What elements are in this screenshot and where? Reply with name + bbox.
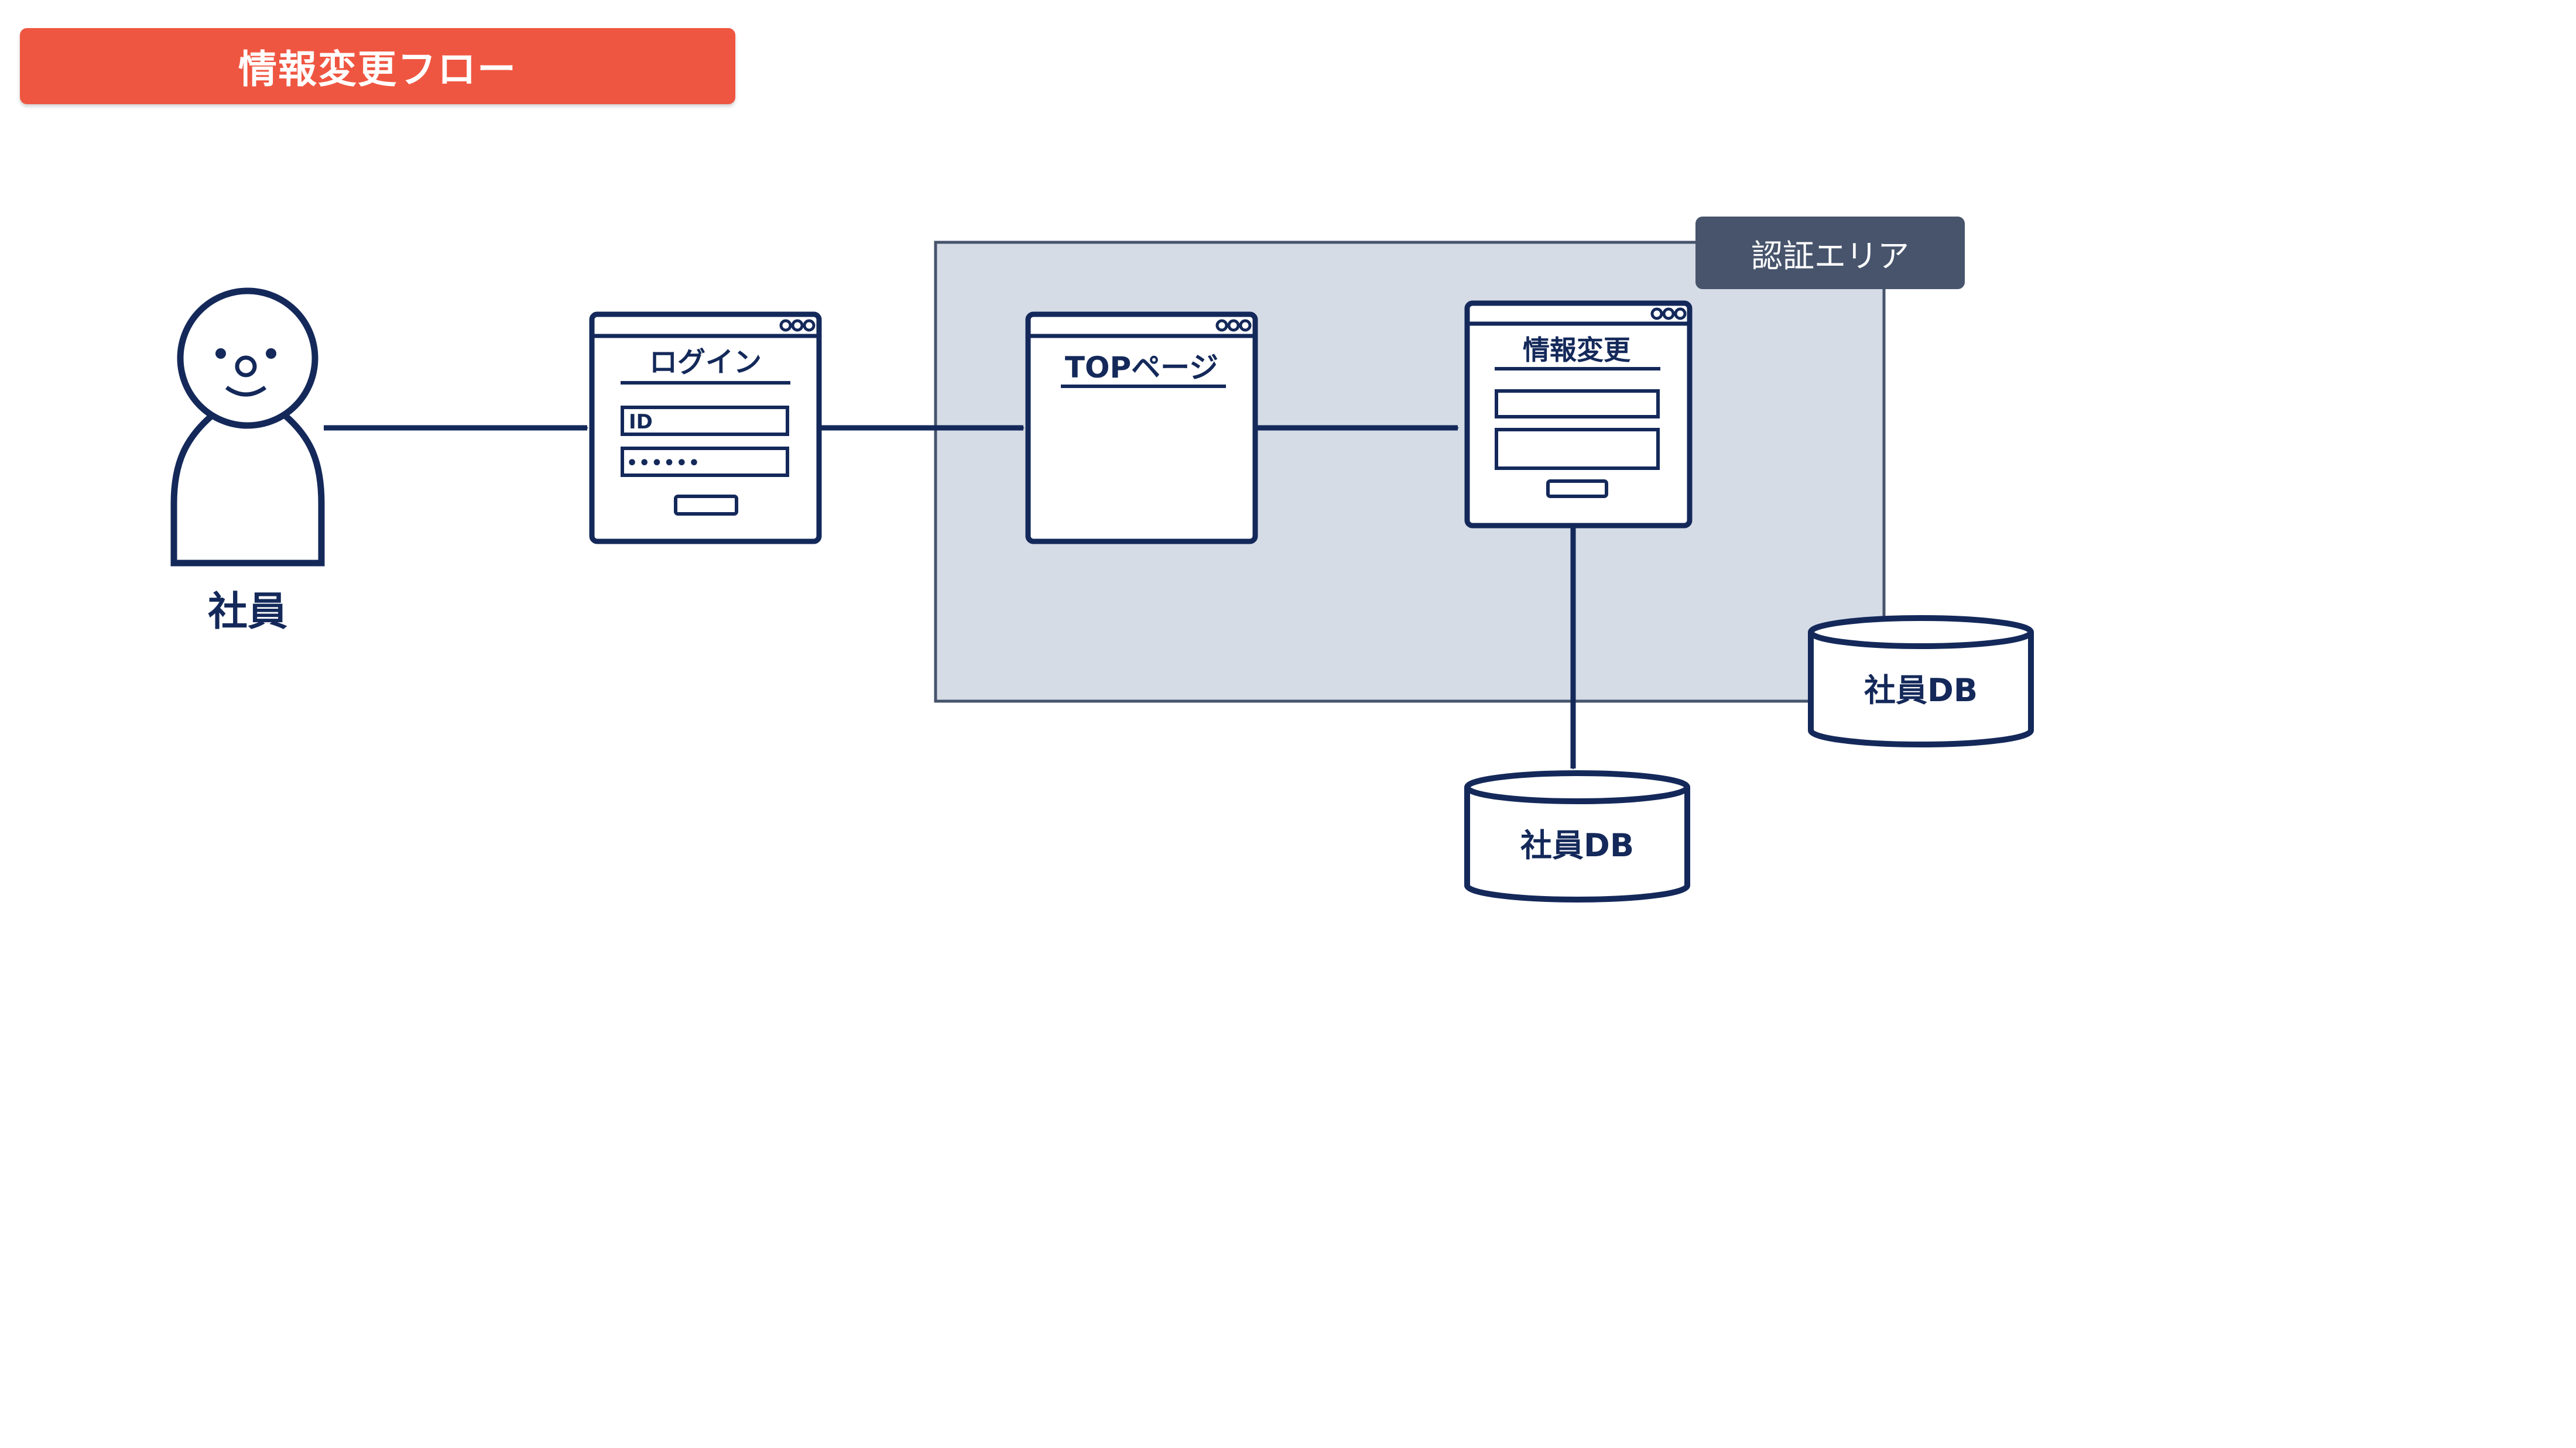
edit-field-2 <box>1495 428 1660 470</box>
login-submit-button <box>674 495 738 516</box>
edit-submit-button <box>1546 479 1608 498</box>
login-window-title: ログイン <box>649 346 762 379</box>
person-face <box>215 348 276 397</box>
edit-window-title: 情報変更 <box>1523 334 1631 366</box>
login-window: ログイン ID •••••• <box>589 311 822 544</box>
window-controls-icon <box>779 319 816 332</box>
login-password-text: •••••• <box>626 453 701 473</box>
auth-area-label: 認証エリア <box>1695 217 1965 289</box>
database-icon <box>1464 770 1690 903</box>
db-below-label: 社員DB <box>1520 827 1634 864</box>
page-title: 情報変更フロー <box>20 28 735 104</box>
edit-window: 情報変更 <box>1464 300 1693 529</box>
person-icon <box>170 287 325 567</box>
window-controls-icon <box>1650 307 1687 320</box>
edit-field-1 <box>1495 389 1660 418</box>
login-password-field <box>621 447 789 477</box>
database-icon <box>1808 615 2034 747</box>
login-id-field <box>621 406 789 436</box>
actor-label: 社員 <box>208 589 287 635</box>
window-controls-icon <box>1215 319 1252 332</box>
top-window-title: TOPページ <box>1065 351 1218 385</box>
top-window: TOPページ <box>1025 311 1258 544</box>
db-inside-label: 社員DB <box>1864 672 1978 709</box>
login-id-text: ID <box>629 410 653 434</box>
